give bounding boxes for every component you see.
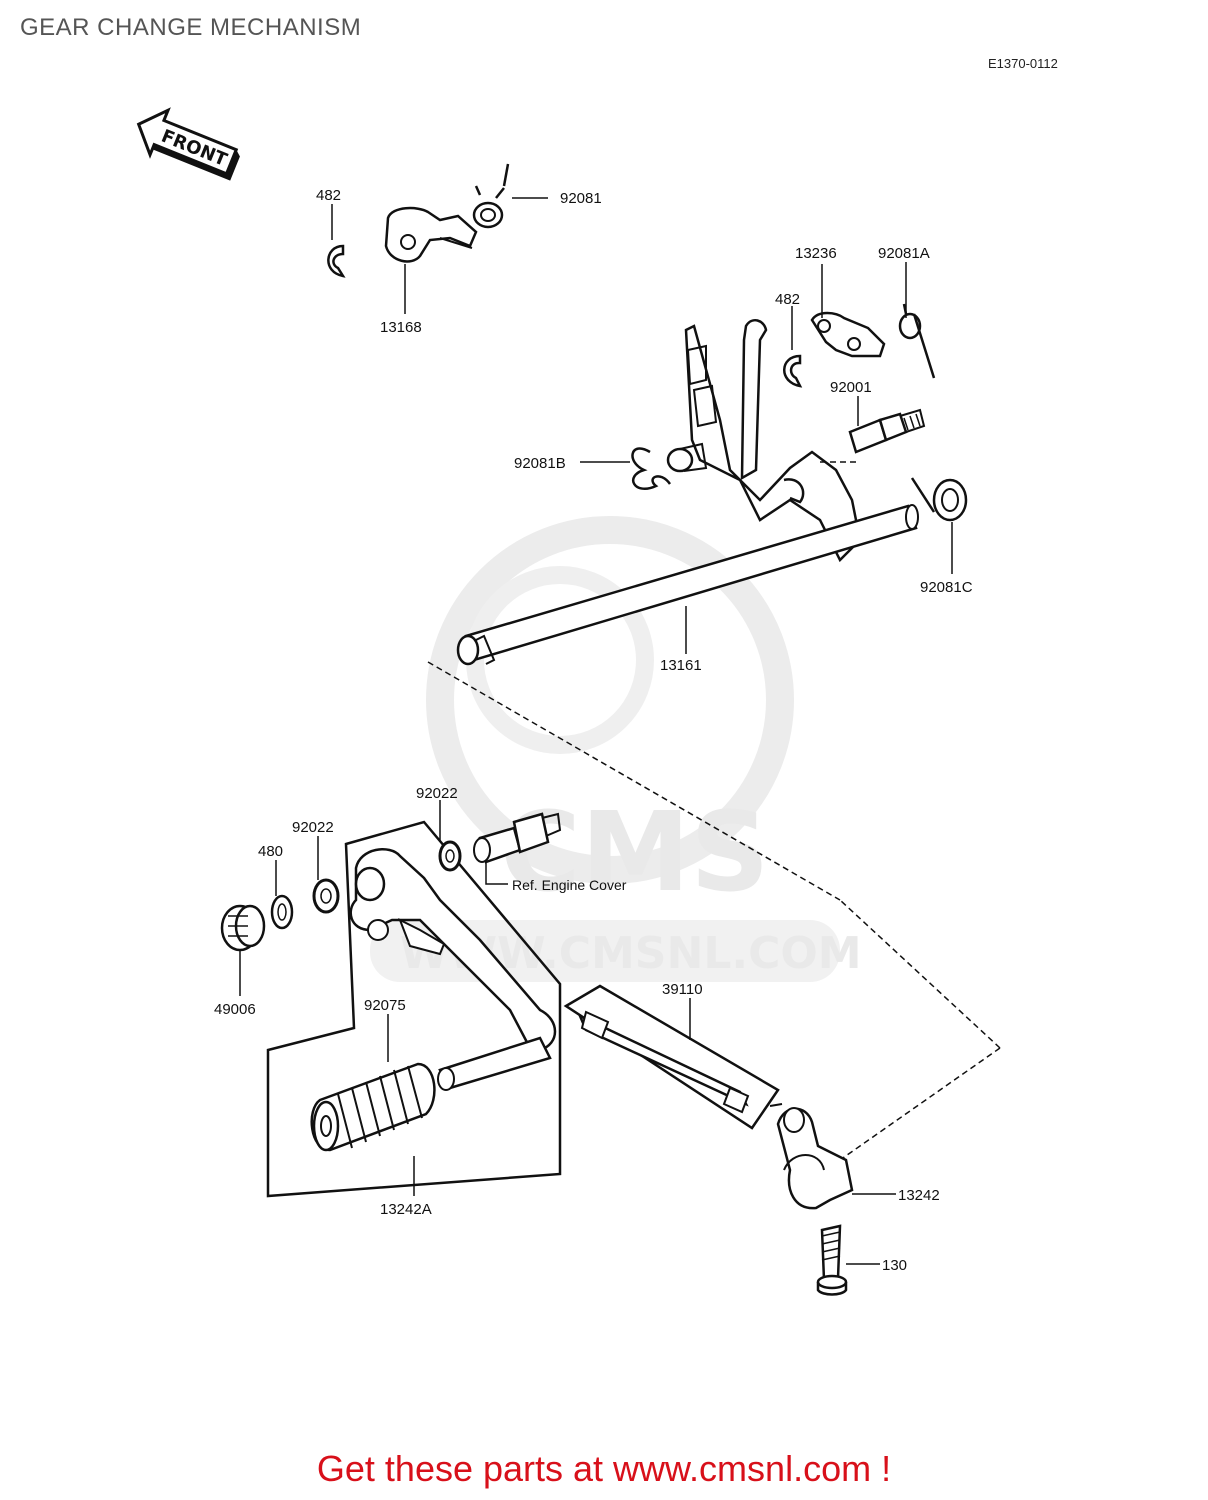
circlip-482-mid: [783, 354, 803, 388]
label-92081B: 92081B: [514, 455, 566, 472]
part-labels: 482 13168 92081 13236 92081A 482 92001 9…: [214, 187, 973, 1274]
label-13242: 13242: [898, 1187, 940, 1204]
leader-lines: [239, 197, 953, 1265]
watermark-brand: CMS: [500, 788, 769, 916]
page-title: GEAR CHANGE MECHANISM: [20, 14, 362, 41]
label-130: 130: [882, 1257, 907, 1274]
parts-diagram: CMS WWW.CMSNL.COM FRONT: [136, 107, 1001, 1296]
label-92022-left: 92022: [292, 819, 334, 836]
bolt-92001: [848, 408, 926, 454]
tie-rod-frame: [563, 984, 780, 1130]
label-482-top: 482: [316, 187, 341, 204]
spring-92081A: [898, 303, 936, 379]
label-49006: 49006: [214, 1001, 256, 1018]
label-13236: 13236: [795, 245, 837, 262]
circlip-480: [270, 894, 294, 930]
pivot-bolt: [473, 812, 562, 864]
label-92022-right: 92022: [416, 785, 458, 802]
shift-arm-assembly: [666, 318, 862, 563]
spring-92081B: [631, 447, 672, 490]
ref-engine-cover-note: Ref. Engine Cover: [512, 877, 627, 893]
label-92081C: 92081C: [920, 579, 973, 596]
circlip-482-top: [327, 244, 346, 278]
shift-shaft-13161: [456, 504, 919, 666]
label-92001: 92001: [830, 379, 872, 396]
pedal-peg-92075: [310, 1036, 552, 1152]
label-92081A: 92081A: [878, 245, 930, 262]
label-480: 480: [258, 843, 283, 860]
label-39110: 39110: [662, 981, 703, 998]
label-13168: 13168: [380, 319, 422, 336]
plate-13236: [810, 311, 886, 358]
nut-49006: [220, 904, 266, 952]
diagram-code: E1370-0112: [988, 56, 1058, 71]
spring-92081: [472, 163, 510, 229]
shift-pedal-13242A: [349, 848, 557, 1052]
washer-92022-right: [438, 840, 462, 872]
plate-13168: [384, 206, 478, 263]
washer-92022-left: [312, 878, 340, 914]
tie-rod-39110: [577, 1010, 750, 1114]
alignment-lines: [427, 461, 1001, 1161]
label-92081: 92081: [560, 190, 602, 207]
label-92075: 92075: [364, 997, 406, 1014]
front-arrow-icon: FRONT: [136, 107, 240, 181]
spring-92081C: [910, 477, 968, 522]
promo-text[interactable]: Get these parts at www.cmsnl.com !: [316, 1448, 892, 1489]
label-13242A: 13242A: [380, 1201, 432, 1218]
label-482-mid: 482: [775, 291, 800, 308]
tie-rod-end-13242: [769, 1103, 854, 1210]
label-13161: 13161: [660, 657, 702, 674]
bolt-130: [816, 1224, 848, 1296]
